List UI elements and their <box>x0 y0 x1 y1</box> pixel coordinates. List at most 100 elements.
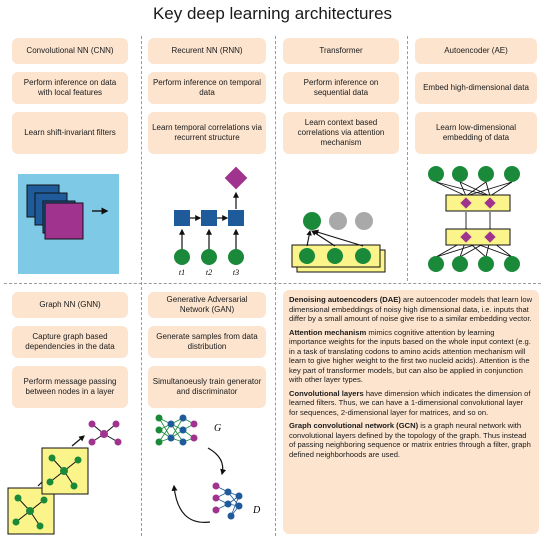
gnn-output-node <box>88 420 96 428</box>
gan-discriminator-node <box>227 512 235 520</box>
autoencoder-use-2: Learn low-dimensional embedding of data <box>415 112 537 154</box>
autoencoder-name: Autoencoder (AE) <box>415 38 537 64</box>
transformer-use-1: Perform inference on sequential data <box>283 72 399 104</box>
note-text: have dimension which indicates the dimen… <box>289 388 531 417</box>
rnn-input-node <box>174 249 190 265</box>
transformer-output-node <box>355 212 373 230</box>
note-text: is a graph neural network with convoluti… <box>289 421 531 459</box>
note-gcn: Graph convolutional network (GCN) is a g… <box>289 421 533 459</box>
gnn-illustration <box>7 420 122 535</box>
autoencoder-bottleneck <box>445 228 511 246</box>
gan-discriminator-label: D <box>252 505 261 516</box>
transformer-input-node <box>299 248 315 264</box>
transformer-output-node <box>303 212 321 230</box>
gan-generator-node <box>179 414 187 422</box>
divider <box>141 36 142 536</box>
gan-discriminator-node <box>235 492 243 500</box>
note-term: Graph convolutional network (GCN) <box>289 421 419 430</box>
autoencoder-latent-unit <box>460 231 472 243</box>
gnn-name: Graph NN (GNN) <box>12 292 128 318</box>
autoencoder-output-node <box>452 166 468 182</box>
gnn-output-node <box>100 430 108 438</box>
gnn-node <box>26 507 34 515</box>
rnn-use-2: Learn temporal correlations via recurren… <box>148 112 266 154</box>
rnn-hidden-unit <box>174 210 190 226</box>
rnn-input-node <box>228 249 244 265</box>
autoencoder-output-node <box>428 166 444 182</box>
note-term: Attention mechanism <box>289 327 367 337</box>
gan-use-2: Simultanoeusly train generator and discr… <box>148 366 266 408</box>
gnn-node <box>48 454 56 462</box>
gan-generator-node <box>155 438 163 446</box>
autoencoder-latent-unit <box>460 197 472 209</box>
note-text: mimics cognitive attention by learning i… <box>289 327 531 385</box>
gnn-output-node <box>114 438 122 446</box>
transformer-name: Transformer <box>283 38 399 64</box>
gnn-node <box>46 478 54 486</box>
rnn-output <box>224 166 248 190</box>
gan-generator-node <box>167 434 175 442</box>
gan-discriminator-node <box>224 500 232 508</box>
note-dae: Denoising autoencoders (DAE) are autoenc… <box>289 295 533 324</box>
gan-discriminator-node <box>224 488 232 496</box>
autoencoder-input-node <box>452 256 468 272</box>
divider <box>407 36 408 281</box>
gnn-node <box>40 496 48 504</box>
gan-generator-label: G <box>214 423 221 434</box>
cnn-filter <box>44 202 84 240</box>
gnn-node <box>60 467 68 475</box>
rnn-hidden-unit <box>201 210 217 226</box>
cnn-name: Convolutional NN (CNN) <box>12 38 128 64</box>
divider <box>275 36 276 536</box>
rnn-hidden-unit <box>228 210 244 226</box>
autoencoder-input-node <box>428 256 444 272</box>
rnn-input-node <box>201 249 217 265</box>
gnn-output-node <box>88 438 96 446</box>
autoencoder-illustration <box>428 166 520 272</box>
gan-generator-node <box>190 434 198 442</box>
rnn-time-label: t2 <box>206 268 212 277</box>
rnn-time-label: t1 <box>179 268 185 277</box>
gnn-node <box>14 494 22 502</box>
gan-discriminator-node <box>212 482 220 490</box>
transformer-illustration <box>291 212 386 273</box>
autoencoder-input-node <box>478 256 494 272</box>
gan-generator-node <box>179 426 187 434</box>
page-title: Key deep learning architectures <box>152 4 393 23</box>
transformer-input-node <box>355 248 371 264</box>
gan-generator-node <box>179 438 187 446</box>
gan-generator-node <box>155 426 163 434</box>
rnn-name: Recurent NN (RNN) <box>148 38 266 64</box>
gnn-node <box>36 522 44 530</box>
gnn-use-2: Perform message passing between nodes in… <box>12 366 128 408</box>
gnn-node <box>70 482 78 490</box>
note-text: are autoencoder models that learn low di… <box>289 295 533 323</box>
autoencoder-use-1: Embed high-dimensional data <box>415 72 537 104</box>
rnn-use-1: Perform inference on temporal data <box>148 72 266 104</box>
gan-illustration: G D <box>155 414 261 523</box>
cnn-illustration <box>18 174 119 274</box>
autoencoder-input-node <box>504 256 520 272</box>
gan-generator-node <box>190 420 198 428</box>
gan-discriminator-node <box>212 506 220 514</box>
gan-generator-node <box>155 414 163 422</box>
transformer-use-2: Learn context based correlations via att… <box>283 112 399 154</box>
transformer-input-node <box>327 248 343 264</box>
gnn-output-node <box>112 420 120 428</box>
gan-name: Generative Adversarial Network (GAN) <box>148 292 266 318</box>
gan-discriminator-node <box>235 502 243 510</box>
note-term: Denoising autoencoders (DAE) <box>289 295 401 304</box>
gnn-node <box>12 518 20 526</box>
divider <box>4 283 541 284</box>
notes-panel: Denoising autoencoders (DAE) are autoenc… <box>283 290 539 534</box>
gnn-node <box>74 456 82 464</box>
rnn-illustration: t1 t2 t3 <box>174 166 248 277</box>
autoencoder-latent-unit <box>484 231 496 243</box>
transformer-output-node <box>329 212 347 230</box>
gan-use-1: Generate samples from data distribution <box>148 326 266 358</box>
gnn-use-1: Capture graph based dependencies in the … <box>12 326 128 358</box>
cnn-use-1: Perform inference on data with local fea… <box>12 72 128 104</box>
autoencoder-output-node <box>504 166 520 182</box>
gan-discriminator-node <box>212 494 220 502</box>
